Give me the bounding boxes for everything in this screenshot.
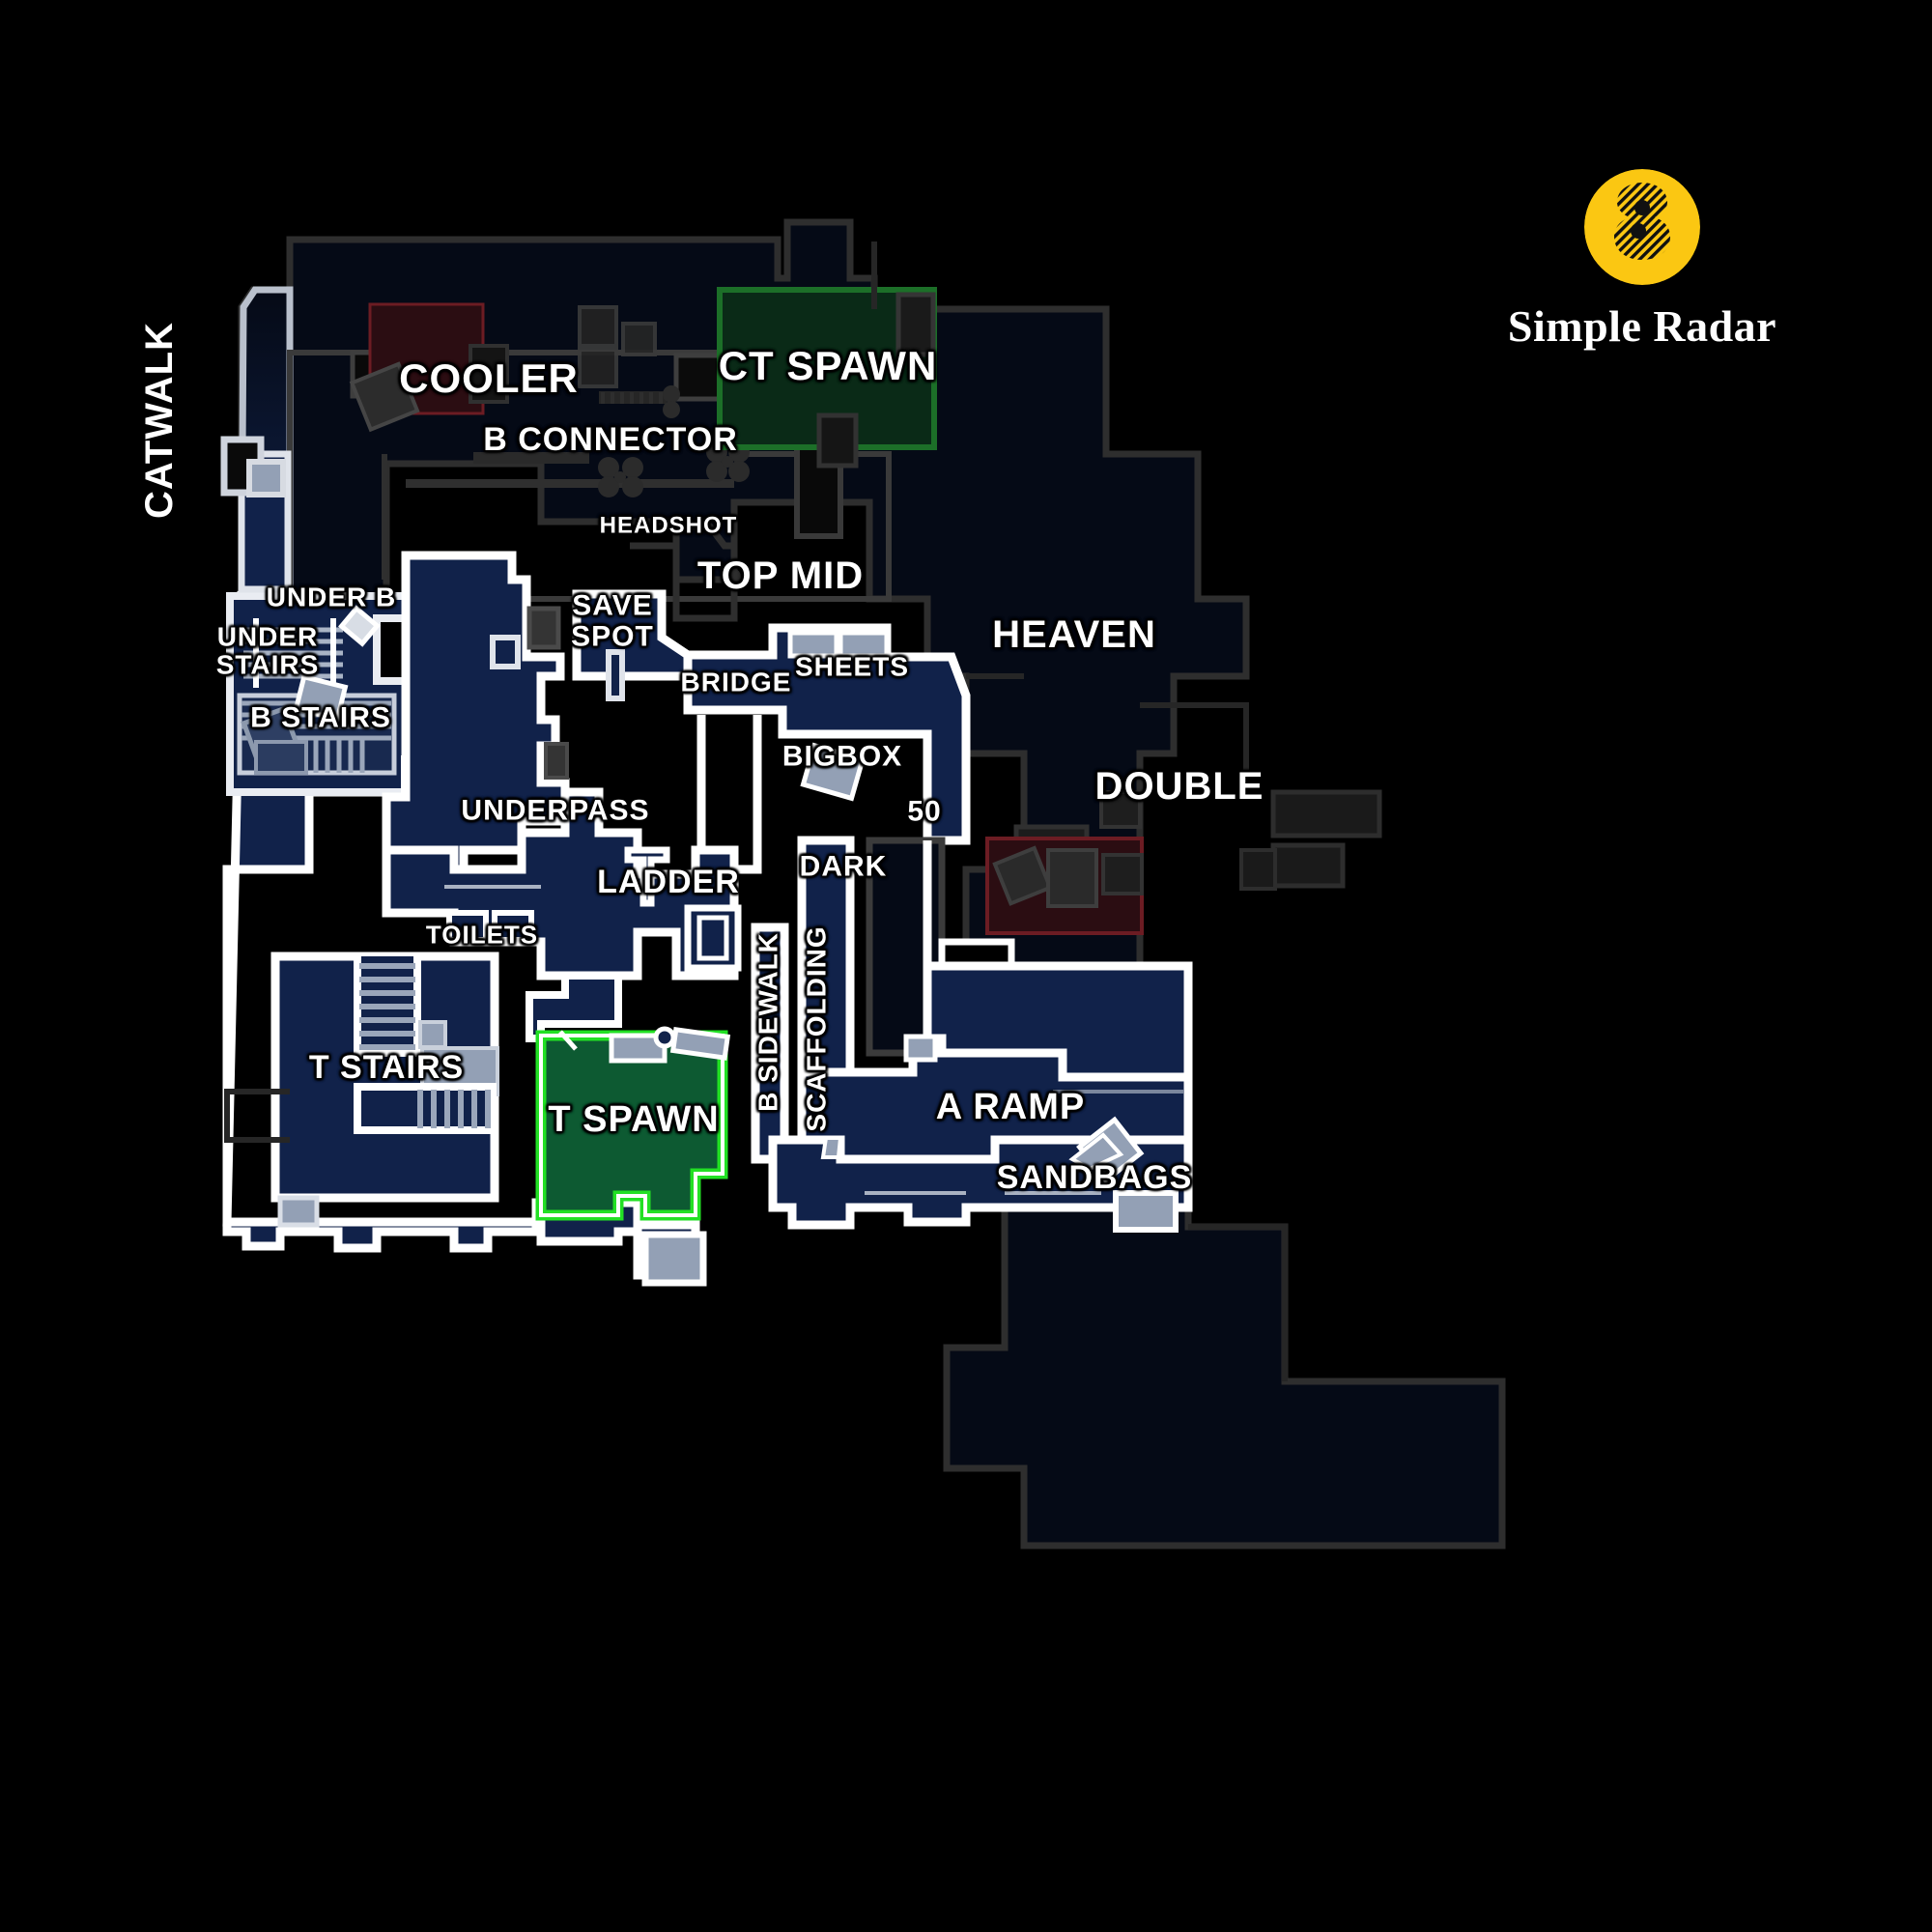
- map-label-t-spawn[interactable]: T SPAWN: [548, 1099, 720, 1141]
- map-label-under-stairs[interactable]: UNDER STAIRS: [215, 621, 320, 680]
- map-label-scaffolding[interactable]: SCAFFOLDING: [801, 925, 832, 1132]
- map-label-save-spot[interactable]: SAVE SPOT: [571, 589, 654, 652]
- map-label-b-connector[interactable]: B CONNECTOR: [483, 421, 738, 459]
- map-label-toilets[interactable]: TOILETS: [425, 920, 539, 950]
- map-label-bigbox[interactable]: BIGBOX: [781, 740, 903, 773]
- striped-eight-badge-icon: [1584, 169, 1700, 285]
- map-label-heaven[interactable]: HEAVEN: [992, 613, 1156, 656]
- map-label-double[interactable]: DOUBLE: [1094, 765, 1264, 808]
- dim-wireframe: [224, 242, 1288, 1381]
- map-label-t-stairs[interactable]: T STAIRS: [308, 1049, 465, 1087]
- map-label-fifty[interactable]: 50: [907, 795, 942, 828]
- map-label-dark[interactable]: DARK: [799, 850, 888, 883]
- map-label-b-stairs[interactable]: B STAIRS: [250, 701, 391, 734]
- brand-logo: Simple Radar: [1439, 169, 1845, 372]
- map-label-cooler[interactable]: COOLER: [399, 355, 579, 401]
- map-label-ct-spawn[interactable]: CT SPAWN: [718, 342, 938, 388]
- map-label-catwalk[interactable]: CATWALK: [138, 322, 181, 519]
- brand-name: Simple Radar: [1507, 301, 1777, 351]
- map-label-top-mid[interactable]: TOP MID: [696, 554, 865, 597]
- map-label-underpass[interactable]: UNDERPASS: [461, 794, 650, 827]
- map-label-sandbags[interactable]: SANDBAGS: [996, 1159, 1193, 1197]
- map-label-sheets[interactable]: SHEETS: [794, 651, 910, 682]
- map-label-headshot[interactable]: HEADSHOT: [599, 512, 738, 539]
- map-label-under-b[interactable]: UNDER B: [266, 582, 397, 612]
- map-label-ladder[interactable]: LADDER: [597, 864, 740, 901]
- map-label-b-sidewalk[interactable]: B SIDEWALK: [753, 932, 783, 1112]
- map-label-bridge[interactable]: BRIDGE: [680, 667, 792, 697]
- map-label-a-ramp[interactable]: A RAMP: [935, 1087, 1086, 1128]
- playable-floor: [220, 436, 1193, 1287]
